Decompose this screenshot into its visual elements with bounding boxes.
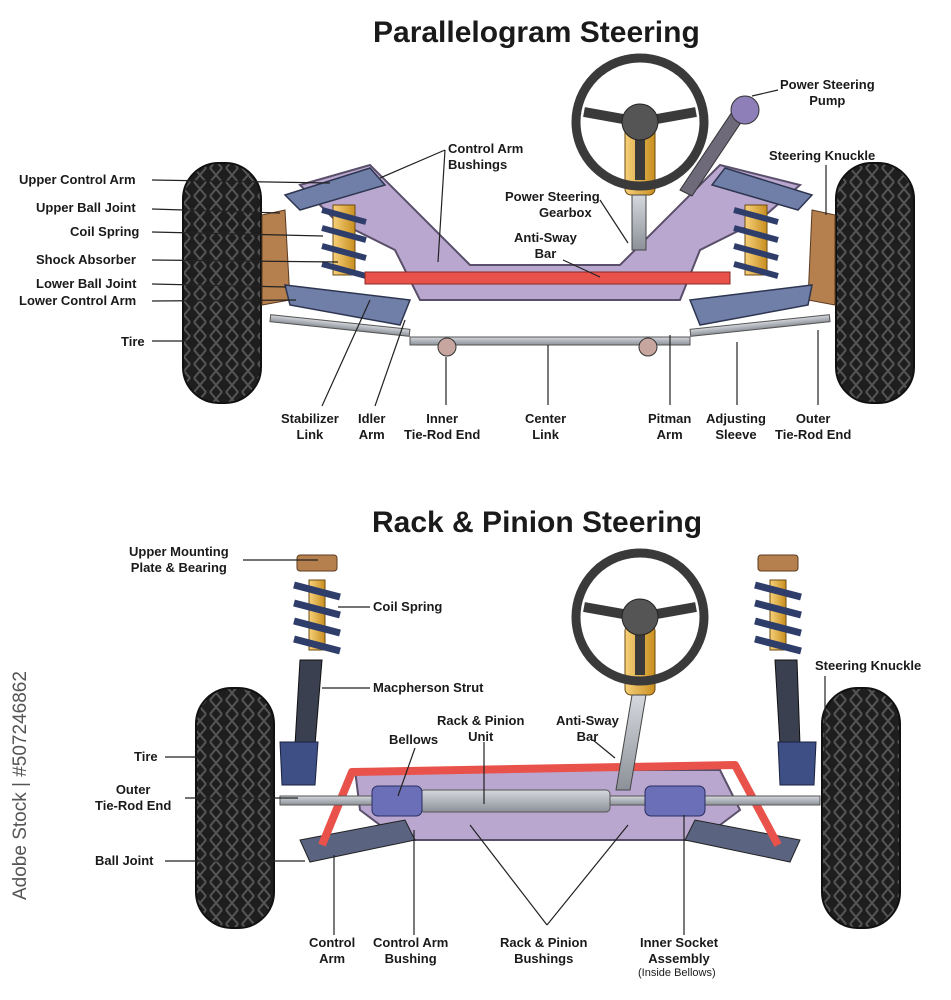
label-outer-tie-rod-end-top: Outer Tie-Rod End [775, 411, 851, 443]
label-line: Unit [468, 729, 494, 744]
label-stabilizer-link: Stabilizer Link [281, 411, 339, 443]
label-coil-spring-bottom: Coil Spring [373, 599, 443, 614]
label-line: Control Arm [448, 141, 524, 156]
label-line: Center [525, 411, 567, 426]
label-control-arm-bushing: Control Arm Bushing [373, 935, 448, 967]
label-line: Stabilizer [281, 411, 339, 426]
label-line: Arm [319, 951, 346, 966]
label-line: Idler [358, 411, 386, 426]
label-anti-sway-bar-top: Anti-Sway Bar [514, 230, 577, 262]
parallelogram-title: Parallelogram Steering [373, 16, 700, 49]
center-link [409, 336, 691, 346]
label-upper-mounting-plate: Upper Mounting Plate & Bearing [129, 544, 229, 576]
label-anti-sway-bar-bottom: Anti-Sway Bar [556, 713, 619, 745]
label-line: Assembly [648, 951, 710, 966]
label-line: Link [532, 427, 559, 442]
label-line: Plate & Bearing [130, 560, 227, 575]
label-control-arm: Control Arm [309, 935, 355, 967]
label-line: Power Steering [780, 77, 875, 92]
label-inner-tie-rod-end-top: Inner Tie-Rod End [404, 411, 480, 443]
label-upper-ball-joint: Upper Ball Joint [36, 200, 136, 215]
label-line: Pitman [648, 411, 692, 426]
rack-pinion-assembly [195, 548, 901, 929]
label-steering-knuckle-bottom: Steering Knuckle [815, 658, 922, 673]
label-line: Outer [115, 782, 151, 797]
label-ball-joint: Ball Joint [95, 853, 154, 868]
tire-icon [835, 162, 915, 404]
label-line: Inner [426, 411, 459, 426]
label-rack-pinion-unit: Rack & Pinion Unit [437, 713, 524, 745]
label-line: Control Arm [373, 935, 449, 950]
label-tire-top: Tire [121, 334, 145, 349]
rack-pinion-title: Rack & Pinion Steering [372, 506, 703, 539]
parallelogram-assembly [182, 53, 915, 404]
bottom-leader-lines [165, 559, 826, 935]
label-line: Power Steering [505, 189, 600, 204]
tire-icon [182, 162, 262, 404]
label-center-link: Center Link [525, 411, 566, 443]
label-line: Anti-Sway [514, 230, 577, 245]
label-line: Tie-Rod End [775, 427, 852, 442]
bellows [371, 785, 706, 817]
label-line: Inner Socket [640, 935, 719, 950]
label-line: Bushing [384, 951, 437, 966]
label-line: Rack & Pinion [437, 713, 525, 728]
label-line: Sleeve [715, 427, 757, 442]
label-line: Link [296, 427, 324, 442]
coil-spring-icon [293, 581, 802, 655]
label-outer-tie-rod-end-bottom: Outer Tie-Rod End [95, 782, 171, 814]
label-steering-knuckle-top: Steering Knuckle [769, 148, 876, 163]
label-line: Tie-Rod End [95, 798, 172, 813]
label-coil-spring: Coil Spring [70, 224, 140, 239]
tire-icon [821, 687, 901, 929]
label-line: Tie-Rod End [404, 427, 481, 442]
label-line: Bar [534, 246, 557, 261]
label-macpherson-strut: Macpherson Strut [373, 680, 484, 695]
label-pitman-arm: Pitman Arm [648, 411, 691, 443]
label-line: Bar [576, 729, 599, 744]
anti-sway-bar [364, 271, 731, 285]
label-line: Upper Mounting [129, 544, 229, 559]
label-line: Arm [358, 427, 385, 442]
label-line: Adjusting [706, 411, 766, 426]
label-inner-socket-assembly: Inner Socket Assembly [640, 935, 718, 967]
steering-wheel-icon [571, 548, 709, 686]
label-idler-arm: Idler Arm [358, 411, 385, 443]
label-tire-bottom: Tire [134, 749, 158, 764]
label-line: Outer [795, 411, 831, 426]
label-line: Rack & Pinion [500, 935, 588, 950]
label-lower-ball-joint: Lower Ball Joint [36, 276, 137, 291]
tire-icon [195, 687, 275, 929]
label-line: Pump [809, 93, 846, 108]
steering-wheel-icon [571, 53, 709, 191]
label-upper-control-arm: Upper Control Arm [19, 172, 136, 187]
label-lower-control-arm: Lower Control Arm [19, 293, 137, 308]
label-power-steering-gearbox: Power Steering Gearbox [505, 189, 600, 221]
label-line: Control [309, 935, 356, 950]
label-power-steering-pump: Power Steering Pump [780, 77, 875, 109]
top-leader-lines [151, 89, 827, 407]
coil-spring-icon [321, 207, 779, 279]
label-line: Anti-Sway [556, 713, 619, 728]
label-bellows: Bellows [389, 732, 439, 747]
label-line: Bushings [448, 157, 508, 172]
label-inside-bellows: (Inside Bellows) [638, 967, 716, 979]
label-line: Bushings [514, 951, 574, 966]
label-adjusting-sleeve: Adjusting Sleeve [706, 411, 766, 443]
label-control-arm-bushings: Control Arm Bushings [448, 141, 523, 173]
label-shock-absorber: Shock Absorber [36, 252, 136, 267]
label-rack-pinion-bushings: Rack & Pinion Bushings [500, 935, 587, 967]
watermark: Adobe Stock | #507246862 [10, 671, 31, 900]
label-line: Arm [656, 427, 683, 442]
label-line: Gearbox [538, 205, 592, 220]
